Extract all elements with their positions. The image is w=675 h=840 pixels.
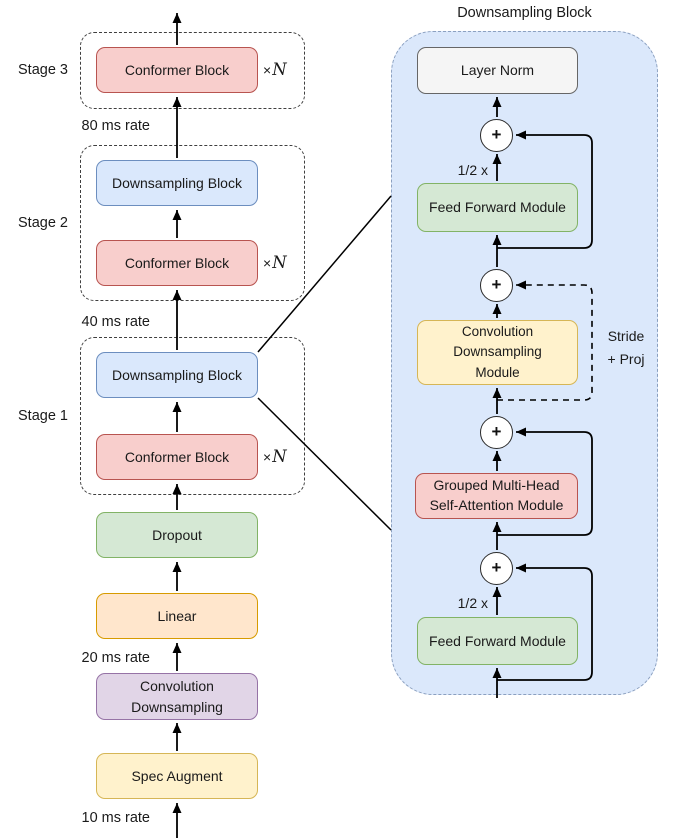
half-scale-label-bottom: 1/2 x [457, 595, 488, 611]
conformer-block-stage1: Conformer Block [96, 434, 258, 480]
conformer-block-stage2: Conformer Block [96, 240, 258, 286]
add-icon: + [480, 552, 513, 585]
stage-3-label: Stage 3 [18, 62, 68, 78]
conformer-block-stage3: Conformer Block [96, 47, 258, 93]
convolution-downsampling-module: Convolution Downsampling Module [417, 320, 578, 385]
convolution-downsampling-block: Convolution Downsampling [96, 673, 258, 720]
multiplier-stage1: ×N [263, 447, 287, 466]
stride-proj-label: Stride + Proj [607, 328, 645, 368]
rate-label-80ms: 80 ms rate [81, 118, 151, 134]
add-icon: + [480, 119, 513, 152]
downsampling-block-stage2: Downsampling Block [96, 160, 258, 206]
rate-label-40ms: 40 ms rate [81, 314, 151, 330]
downsampling-block-stage1: Downsampling Block [96, 352, 258, 398]
stage-3-group [80, 32, 305, 109]
multiplier-stage2: ×N [263, 253, 287, 272]
stage-2-label: Stage 2 [18, 215, 68, 231]
rate-label-20ms: 20 ms rate [81, 650, 151, 666]
rate-label-10ms: 10 ms rate [81, 810, 151, 826]
dropout-block: Dropout [96, 512, 258, 558]
stage-1-label: Stage 1 [18, 408, 68, 424]
half-scale-label-top: 1/2 x [457, 162, 488, 178]
add-icon: + [480, 416, 513, 449]
add-icon: + [480, 269, 513, 302]
feed-forward-module-bottom: Feed Forward Module [417, 617, 578, 665]
grouped-mhsa-module: Grouped Multi-Head Self-Attention Module [415, 473, 578, 519]
spec-augment-block: Spec Augment [96, 753, 258, 799]
feed-forward-module-top: Feed Forward Module [417, 183, 578, 232]
linear-block: Linear [96, 593, 258, 639]
multiplier-stage3: ×N [263, 60, 287, 79]
layer-norm-block: Layer Norm [417, 47, 578, 94]
panel-title: Downsampling Block [457, 5, 592, 21]
